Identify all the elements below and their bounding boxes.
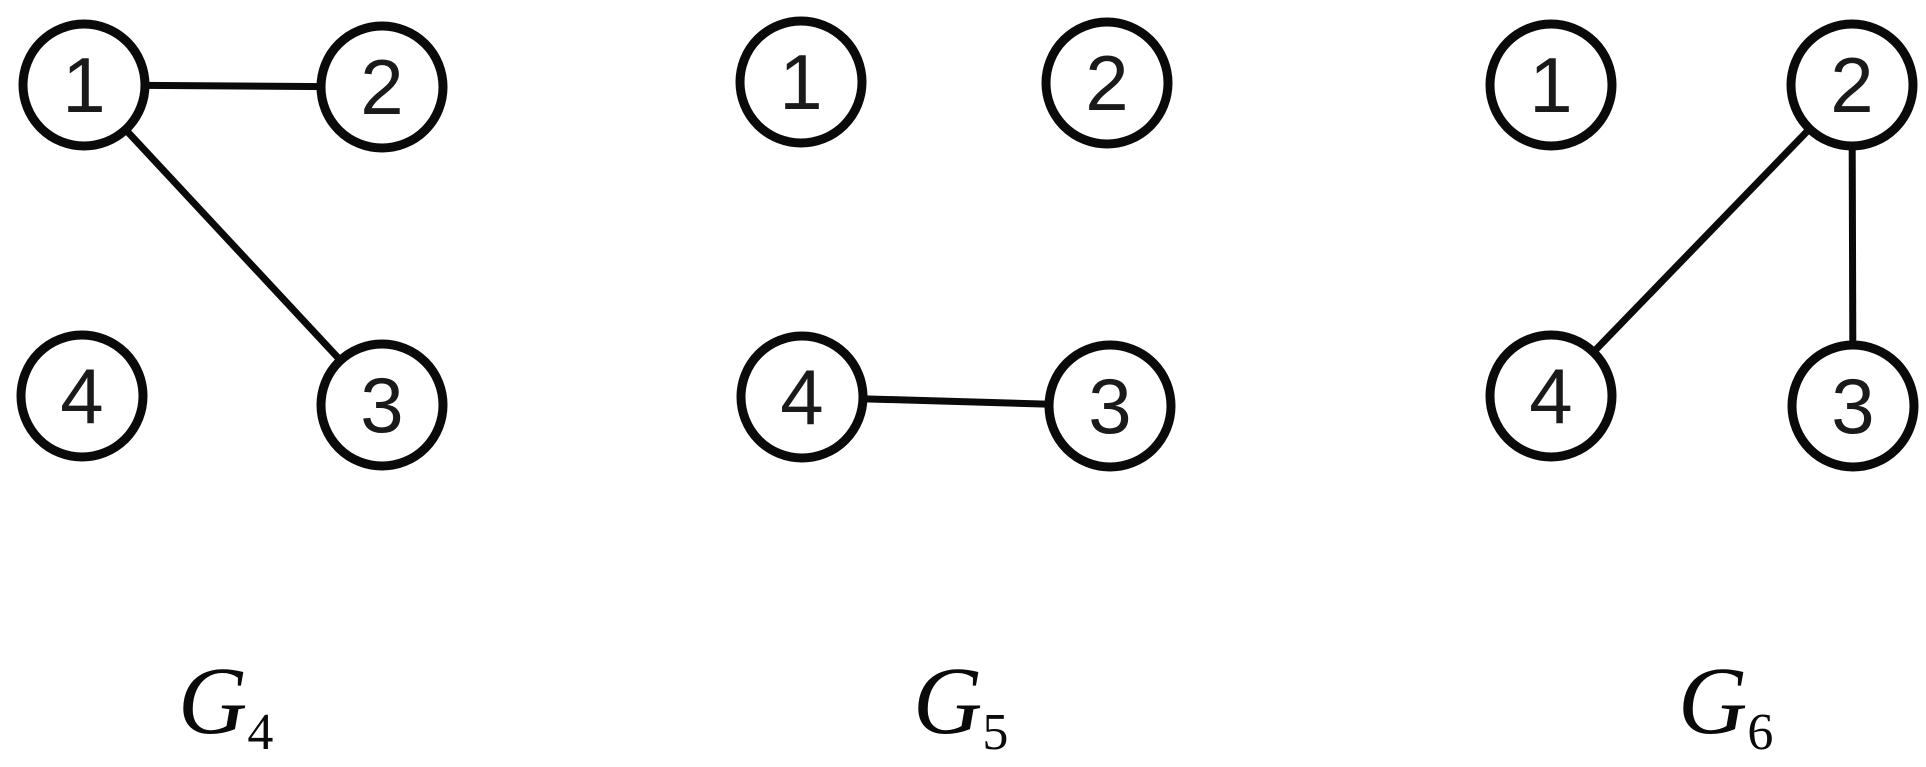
graph-g5-node-2-label: 2 xyxy=(1085,39,1128,127)
graph-g5-node-1-label: 1 xyxy=(779,38,822,126)
graph-g5-node-3-label: 3 xyxy=(1088,362,1131,450)
graph-g5-node-2-circle xyxy=(1041,17,1173,149)
graph-g4-node-1-circle xyxy=(18,19,150,151)
graph-g4-caption-sub: 4 xyxy=(247,704,273,761)
graph-g5-caption-sub: 5 xyxy=(982,704,1008,761)
graph-g6-edge-2-4 xyxy=(1548,82,1855,399)
graph-g6-node-1-label: 1 xyxy=(1529,41,1572,129)
graph-g6-node-4-label: 4 xyxy=(1529,352,1572,440)
graph-g6-node-3-label: 3 xyxy=(1831,362,1874,450)
graph-g4-node-1-label: 1 xyxy=(62,41,105,129)
graph-g4-node-2-circle xyxy=(316,21,448,153)
graph-g5-node-4-circle xyxy=(736,331,868,463)
graph-g6-node-4-circle xyxy=(1485,330,1617,462)
graph-g5-node-4-label: 4 xyxy=(780,353,823,441)
graph-g4-caption: G4 xyxy=(178,647,273,761)
graph-g6-node-1-circle xyxy=(1485,19,1617,151)
graph-g5: 1 2 4 3G5 xyxy=(735,16,1176,761)
graph-g4-node-3-circle xyxy=(316,339,448,471)
graph-g5-node-3-circle xyxy=(1044,340,1176,472)
graph-g6-node-2-label: 2 xyxy=(1830,41,1873,129)
graph-g6-caption-main: G xyxy=(1678,647,1747,754)
graph-g6: 1 2 4 3G6 xyxy=(1485,19,1919,761)
graph-g6-node-2-circle xyxy=(1786,19,1918,151)
graph-g4-edge-1-3 xyxy=(81,82,385,408)
graph-g4-caption-main: G xyxy=(178,647,247,754)
graph-g5-caption-main: G xyxy=(913,647,982,754)
graph-g6-caption: G6 xyxy=(1678,647,1773,761)
graph-g5-caption: G5 xyxy=(913,647,1008,761)
graph-g6-node-3-circle xyxy=(1787,340,1919,472)
graph-g4-node-4-label: 4 xyxy=(60,352,103,440)
graph-g5-node-1-circle xyxy=(735,16,867,148)
graph-g6-caption-sub: 6 xyxy=(1747,704,1773,761)
graph-g4-node-2-label: 2 xyxy=(360,43,403,131)
graph-g4-node-3-label: 3 xyxy=(360,361,403,449)
graph-g4-node-4-circle xyxy=(16,330,148,462)
